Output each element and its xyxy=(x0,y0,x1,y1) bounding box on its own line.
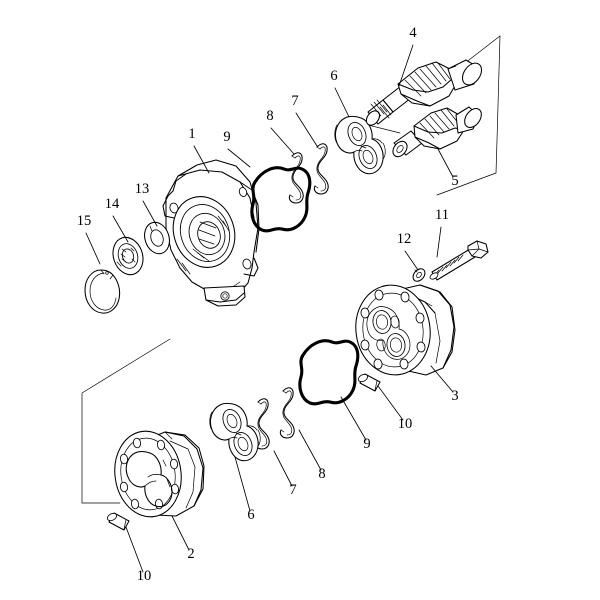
leader-3 xyxy=(430,365,454,393)
leader-4 xyxy=(398,44,414,87)
part-8-backup-ring-clip-upper xyxy=(288,152,304,204)
part-11-hex-head-bolt xyxy=(429,240,489,281)
callout-label-1: 1 xyxy=(188,126,195,142)
part-1-front-cover-housing xyxy=(162,159,260,307)
leader-15 xyxy=(85,232,101,265)
leader-9 xyxy=(227,148,251,168)
callout-label-8: 8 xyxy=(266,108,273,124)
leader-6 xyxy=(334,87,350,118)
leader-7 xyxy=(295,112,318,147)
leader-8 xyxy=(270,127,295,155)
callout-label-9b: 9 xyxy=(363,436,370,452)
part-2-gear-housing-spacer xyxy=(114,430,205,518)
callout-label-9: 9 xyxy=(223,129,230,145)
callout-label-7: 7 xyxy=(291,93,298,109)
part-6-figure-eight-seal-plate-lower xyxy=(209,402,261,462)
part-6-figure-eight-seal-plate-upper xyxy=(334,115,386,175)
leader-13 xyxy=(142,200,158,227)
callout-label-10: 10 xyxy=(398,416,413,432)
part-10-dowel-pin-lower xyxy=(106,512,130,531)
leader-14 xyxy=(112,215,129,243)
part-9-housing-gasket-lower xyxy=(298,339,360,406)
callout-label-2: 2 xyxy=(187,546,194,562)
leader-6b xyxy=(234,456,251,512)
leader-12 xyxy=(404,250,419,271)
callout-label-10b: 10 xyxy=(137,568,152,584)
callout-label-15: 15 xyxy=(77,213,92,229)
part-9-housing-gasket-upper xyxy=(250,166,312,233)
part-5-driven-gear xyxy=(392,106,482,158)
callout-label-6: 6 xyxy=(330,68,337,84)
part-8-backup-ring-clip-lower xyxy=(279,387,295,439)
leader-lines xyxy=(85,44,454,573)
part-14-shaft-oil-seal xyxy=(112,236,144,276)
part-7-backup-ring-clip-upper xyxy=(313,143,329,195)
callout-label-4: 4 xyxy=(409,25,417,41)
part-12-bolt-washer xyxy=(412,268,426,282)
callout-label-3: 3 xyxy=(451,388,458,404)
leader-10b xyxy=(125,526,144,573)
leader-11 xyxy=(436,226,442,258)
projection-bracket-bottom-left xyxy=(81,338,171,504)
leader-2 xyxy=(171,515,190,551)
leader-9b xyxy=(340,396,367,441)
callout-label-6b: 6 xyxy=(247,507,254,523)
callout-label-7b: 7 xyxy=(289,482,296,498)
callout-labels: 1 2 3 4 5 6 7 8 9 10 11 12 13 14 15 6 7 … xyxy=(77,25,459,584)
leader-1 xyxy=(193,145,210,174)
callout-label-14: 14 xyxy=(105,196,120,212)
part-10-dowel-pin-upper xyxy=(357,373,381,392)
leader-8b xyxy=(298,429,322,471)
leader-10 xyxy=(377,385,404,421)
leader-5 xyxy=(437,148,454,178)
part-13-flat-washer xyxy=(144,221,170,255)
callout-label-8b: 8 xyxy=(318,466,325,482)
part-3-rear-cover-body xyxy=(355,284,456,376)
part-4-drive-gear-shaft xyxy=(365,59,483,126)
leader-7b xyxy=(273,450,293,487)
callout-label-5: 5 xyxy=(451,173,458,189)
callout-label-13: 13 xyxy=(135,181,150,197)
part-15-snap-ring-retainer xyxy=(84,269,121,314)
callout-label-12: 12 xyxy=(397,231,412,247)
callout-label-11: 11 xyxy=(435,207,449,223)
